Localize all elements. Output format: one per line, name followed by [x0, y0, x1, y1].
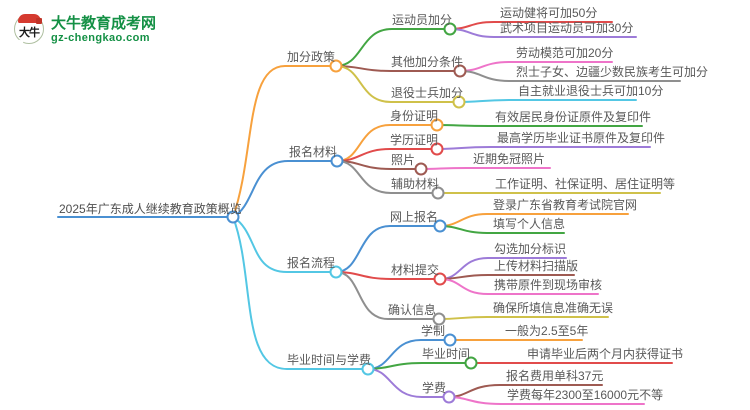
material-submission-circle[interactable] [433, 272, 447, 286]
edge-to-confirm-info [335, 271, 440, 320]
leaf-tuition-2300-16000: 学费每年2300至16000元不等 [507, 388, 664, 402]
edge-leaf-ensure-accuracy [438, 316, 609, 320]
edge-to-supporting-materials [336, 160, 439, 194]
daniu-logo-icon: 大牛 [14, 13, 44, 44]
leaf-id-original-copy: 有效居民身份证原件及复印件 [495, 110, 652, 124]
bonus-policy-circle[interactable] [329, 59, 343, 73]
leaf-login-website: 登录广东省教育考试院官网 [493, 198, 638, 212]
leaf-ensure-accuracy: 确保所填信息准确无误 [493, 301, 614, 315]
leaf-recent-photo: 近期免冠照片 [473, 152, 546, 166]
node-education-proof: 学历证明 [390, 133, 439, 147]
edge-to-veteran-bonus [335, 65, 460, 103]
node-supporting-materials: 辅助材料 [391, 177, 440, 191]
leaf-martyr-minority: 烈士子女、边疆少数民族考生可加分 [516, 65, 709, 79]
logo-text-block: 大牛教育成考网 gz-chengkao.com [51, 15, 156, 44]
node-confirm-info: 确认信息 [388, 303, 437, 317]
leaf-model-worker-20: 劳动模范可加20分 [516, 46, 614, 60]
graduation-circle[interactable] [361, 362, 375, 376]
edge-leaf-veteran-10 [458, 99, 637, 103]
node-fees: 学费 [422, 381, 447, 395]
education-proof-circle[interactable] [430, 142, 444, 156]
logo-domain: gz-chengkao.com [51, 31, 150, 44]
study-duration-circle[interactable] [443, 333, 457, 347]
photo-circle[interactable] [414, 162, 428, 176]
leaf-upload-scans: 上传材料扫描版 [494, 259, 579, 273]
edge-leaf-recent-photo [420, 167, 551, 170]
node-veteran-bonus: 退役士兵加分 [391, 86, 464, 100]
leaf-athlete-50: 运动健将可加50分 [500, 6, 598, 20]
edge-to-athlete-bonus [335, 28, 451, 67]
node-id-proof: 身份证明 [390, 109, 439, 123]
root-topic: 2025年广东成人继续教育政策概览 [59, 202, 242, 216]
leaf-registration-fee-37: 报名费用单科37元 [506, 369, 604, 383]
other-bonus-circle[interactable] [453, 64, 467, 78]
edge-to-fees [367, 368, 450, 398]
leaf-work-social-residence: 工作证明、社保证明、居住证明等 [495, 177, 676, 191]
edge-leaf-diploma-original [436, 146, 651, 150]
node-material-submission: 材料提交 [391, 263, 440, 277]
leaf-check-bonus-mark: 勾选加分标识 [494, 242, 567, 256]
branch-application-materials: 报名材料 [289, 145, 338, 159]
confirm-info-circle[interactable] [432, 312, 446, 326]
site-logo[interactable]: 大牛 大牛教育成考网 gz-chengkao.com [14, 13, 156, 44]
leaf-fill-info: 填写个人信息 [493, 217, 566, 231]
branch-bonus-policy: 加分政策 [287, 50, 336, 64]
node-study-duration: 学制 [421, 324, 446, 338]
edge-to-online-registration [335, 225, 441, 273]
node-online-registration: 网上报名 [390, 210, 439, 224]
node-photo: 照片 [391, 153, 416, 167]
root-node-circle[interactable] [226, 210, 240, 224]
edge-root-to-bonus-policy [232, 65, 337, 218]
fees-circle[interactable] [442, 390, 456, 404]
online-registration-circle[interactable] [433, 219, 447, 233]
edge-leaf-bring-originals [439, 278, 599, 295]
logo-icon-text: 大牛 [19, 27, 40, 39]
node-athlete-bonus: 运动员加分 [392, 13, 453, 27]
edge-root-to-process [232, 216, 337, 273]
supporting-materials-circle[interactable] [431, 186, 445, 200]
logo-red-seal-icon [36, 18, 42, 24]
edge-root-to-materials [232, 160, 338, 218]
branch-application-process: 报名流程 [287, 256, 336, 270]
leaf-diploma-original-copy: 最高学历毕业证书原件及复印件 [497, 131, 666, 145]
process-circle[interactable] [329, 265, 343, 279]
athlete-bonus-circle[interactable] [443, 22, 457, 36]
leaf-certificate-two-months: 申请毕业后两个月内获得证书 [527, 347, 684, 361]
leaf-wushu-30: 武术项目运动员可加30分 [500, 21, 634, 35]
veteran-bonus-circle[interactable] [452, 95, 466, 109]
leaf-duration-2-5-to-5-years: 一般为2.5至5年 [505, 324, 589, 338]
materials-circle[interactable] [330, 154, 344, 168]
leaf-veteran-10: 自主就业退役士兵可加10分 [518, 84, 664, 98]
node-graduation-time: 毕业时间 [422, 347, 471, 361]
edge-leaf-id-original [436, 124, 643, 127]
branch-graduation-time-fees: 毕业时间与学费 [287, 353, 372, 367]
leaf-bring-originals: 携带原件到现场审核 [494, 278, 603, 292]
id-proof-circle[interactable] [430, 118, 444, 132]
edge-root-to-graduation [232, 216, 369, 370]
logo-title: 大牛教育成考网 [51, 14, 157, 32]
node-other-bonus: 其他加分条件 [391, 55, 464, 69]
graduation-time-circle[interactable] [464, 356, 478, 370]
logo-red-arc [18, 13, 41, 23]
